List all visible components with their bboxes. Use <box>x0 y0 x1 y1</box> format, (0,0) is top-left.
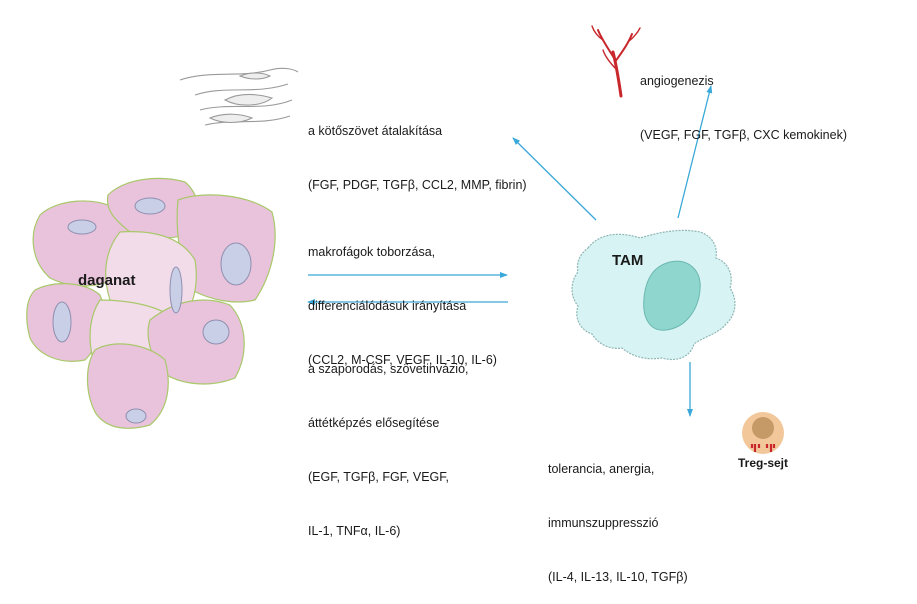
angiogenesis-line: angiogenezis <box>640 74 714 88</box>
angiogenesis-line: (VEGF, FGF, TGFβ, CXC kemokinek) <box>640 128 847 142</box>
promotion-line: a szaporodás, szövetinvázió, <box>308 362 469 376</box>
promotion-line: (EGF, TGFβ, FGF, VEGF, <box>308 470 449 484</box>
tolerance-text: tolerancia, anergia, immunszuppresszió (… <box>548 424 688 604</box>
tolerance-line: tolerancia, anergia, <box>548 462 655 476</box>
recruitment-line: differenciálódásuk irányítása <box>308 299 467 313</box>
treg-cell-icon <box>742 412 784 454</box>
blood-vessel-icon <box>591 25 641 98</box>
tolerance-line: (IL-4, IL-13, IL-10, TGFβ) <box>548 570 688 584</box>
tumor-label: daganat <box>78 272 136 289</box>
remodeling-text: a kötőszövet átalakítása (FGF, PDGF, TGF… <box>308 86 527 212</box>
tolerance-line: immunszuppresszió <box>548 516 659 530</box>
promotion-line: IL-1, TNFα, IL-6) <box>308 524 401 538</box>
treg-label: Treg-sejt <box>738 456 789 470</box>
remodeling-line: a kötőszövet átalakítása <box>308 124 443 138</box>
tam-cell-icon <box>571 229 736 361</box>
recruitment-line: (CCL2, M-CSF, VEGF, IL-10, IL-6) <box>308 353 497 367</box>
promotion-text: a szaporodás, szövetinvázió, áttétképzés… <box>308 324 469 558</box>
angiogenesis-text: angiogenezis (VEGF, FGF, TGFβ, CXC kemok… <box>640 36 847 162</box>
promotion-line: áttétképzés elősegítése <box>308 416 440 430</box>
recruitment-text: makrofágok toborzása, differenciálódásuk… <box>308 207 497 387</box>
tam-label: TAM <box>612 252 644 269</box>
diagram-canvas <box>26 25 784 454</box>
remodeling-line: (FGF, PDGF, TGFβ, CCL2, MMP, fibrin) <box>308 178 527 192</box>
tumor-nuclei <box>52 197 252 424</box>
arrow-to-remodeling <box>512 137 597 221</box>
fibers-icon <box>179 67 299 126</box>
arrow-to-angiogenesis <box>677 85 713 219</box>
recruitment-line: makrofágok toborzása, <box>308 245 436 259</box>
arrows <box>307 85 713 417</box>
